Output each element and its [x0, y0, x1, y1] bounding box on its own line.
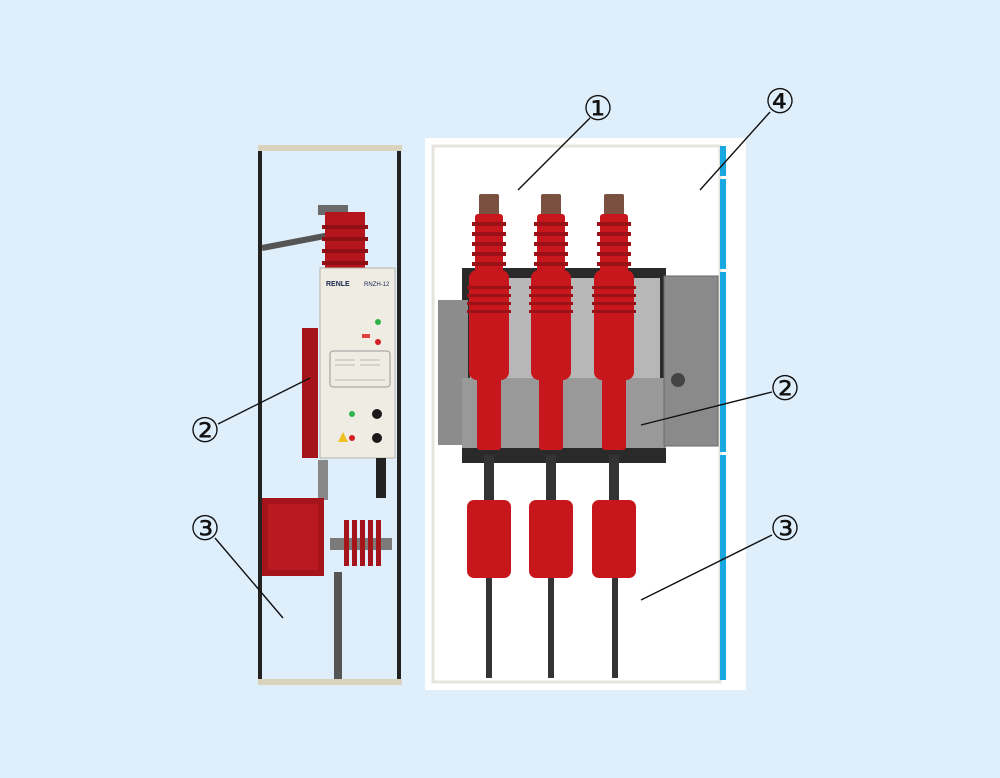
insulator-shed: [472, 252, 506, 256]
cable-boot: [467, 500, 511, 578]
insulator-shed: [472, 222, 506, 226]
insulator-shed: [529, 302, 573, 305]
red-indicator: [375, 339, 381, 345]
insulator-shed: [467, 302, 511, 305]
busbar: [484, 455, 494, 500]
insulator-shed: [597, 252, 631, 256]
left-side-view: RENLE RNZH-12 }: [258, 145, 402, 685]
insulator-shed: [529, 294, 573, 297]
insulator-shed: [534, 242, 568, 246]
control-panel: [319, 267, 396, 459]
top-contact: [479, 194, 499, 216]
insulator-shed: [534, 252, 568, 256]
callout-2-left: ②: [190, 412, 220, 450]
insulator-shed: [534, 232, 568, 236]
insulator-shed: [472, 232, 506, 236]
top-contact: [541, 194, 561, 216]
insulator-shed: [467, 310, 511, 313]
insulator-shed: [592, 302, 636, 305]
green-indicator: [375, 319, 381, 325]
cable-boot: [592, 500, 636, 578]
insulator-shed: [534, 262, 568, 266]
callout-3-left: ③: [190, 510, 220, 548]
insulator-shed: [592, 286, 636, 289]
insulator-shed: [529, 310, 573, 313]
insulator-shed: [592, 294, 636, 297]
insulator-shed: [597, 242, 631, 246]
brand-label: RENLE: [326, 281, 350, 288]
pole-arm: [602, 330, 626, 450]
insulator-shed: [597, 232, 631, 236]
insulator-shed: [597, 222, 631, 226]
insulator-shed: [472, 262, 506, 266]
callout-4: ④: [765, 83, 795, 121]
callout-3-right: ③: [770, 510, 800, 548]
pole-arm: [539, 330, 563, 450]
insulator-shed: [472, 242, 506, 246]
insulator-shed: [529, 286, 573, 289]
insulator-shed: [597, 262, 631, 266]
busbar: [546, 455, 556, 500]
model-label: RNZH-12: [364, 282, 390, 288]
cable-boot: [529, 500, 573, 578]
busbar: [609, 455, 619, 500]
insulator-shed: [467, 286, 511, 289]
pole-arm: [477, 330, 501, 450]
callout-1: ①: [583, 90, 613, 128]
warning-icon: [338, 432, 348, 442]
callout-2-right: ②: [770, 370, 800, 408]
insulator-shed: [467, 294, 511, 297]
right-front-view: [425, 138, 746, 690]
insulator-shed: [592, 310, 636, 313]
top-contact: [604, 194, 624, 216]
insulator-shed: [534, 222, 568, 226]
